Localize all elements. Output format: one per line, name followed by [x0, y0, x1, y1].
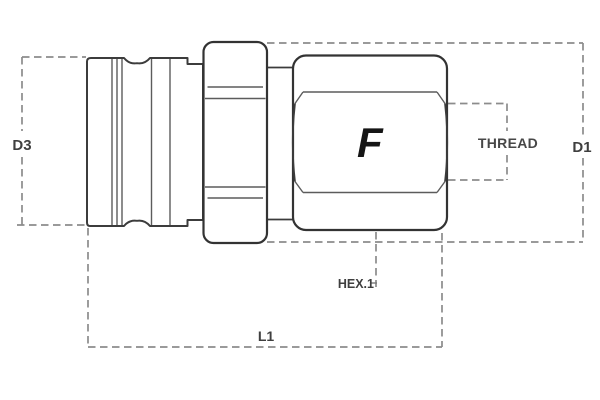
d3-label: D3 — [12, 137, 31, 154]
l1-label: L1 — [258, 328, 275, 344]
hex-body-chamfer — [294, 181, 304, 193]
release-sleeve — [86, 57, 204, 227]
d3-dimension — [17, 56, 86, 226]
thread-dimension — [448, 102, 508, 181]
thread-label: THREAD — [478, 135, 538, 151]
hex1-dimension — [370, 232, 377, 287]
collar-neck — [266, 66, 294, 221]
hex-body: F — [291, 54, 449, 232]
l1-dimension — [87, 228, 443, 348]
hex-body-end-arc-right — [444, 103, 449, 182]
hex1-label: HEX.1 — [338, 277, 374, 291]
brand-logo-f: F — [357, 119, 384, 166]
coupling-body: F — [86, 40, 449, 245]
hex-nut-outline — [202, 40, 269, 245]
d1-dimension — [267, 42, 584, 243]
collar-neck-face — [266, 69, 294, 219]
hex-body-chamfer — [436, 91, 446, 104]
hex-body-chamfer — [436, 181, 446, 193]
hex-body-end-arc-left — [291, 103, 296, 182]
d1-label: D1 — [572, 139, 591, 156]
hex-nut — [202, 40, 269, 245]
hex-body-chamfer — [294, 91, 304, 104]
